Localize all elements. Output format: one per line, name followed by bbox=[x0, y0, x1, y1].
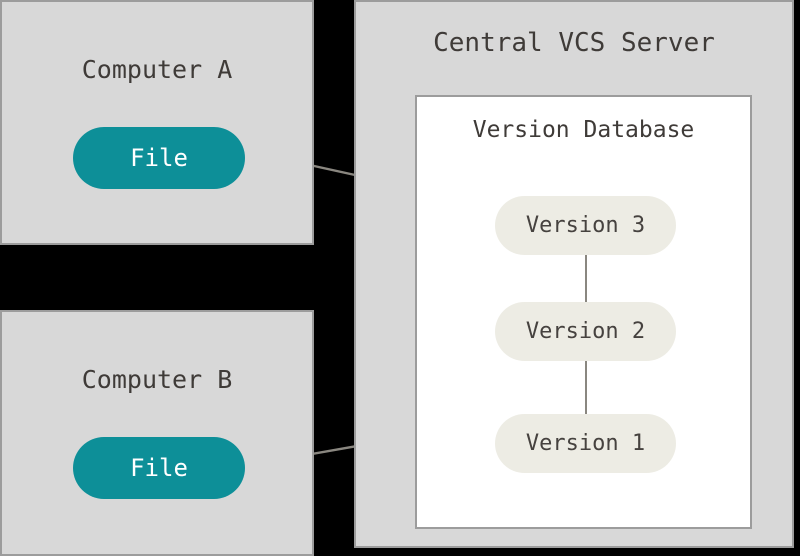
panel-computer-b: Computer B File bbox=[0, 310, 314, 556]
panel-title-computer-a: Computer A bbox=[81, 55, 233, 84]
panel-title-computer-b: Computer B bbox=[81, 365, 233, 394]
version-node-3[interactable]: Version 3 bbox=[495, 196, 676, 255]
file-node-computer-b[interactable]: File bbox=[73, 437, 245, 499]
version-node-1[interactable]: Version 1 bbox=[495, 414, 676, 473]
panel-computer-a: Computer A File bbox=[0, 0, 314, 245]
version-database-box: Version Database Version 3 Version 2 Ver… bbox=[415, 95, 752, 529]
file-node-computer-a[interactable]: File bbox=[73, 127, 245, 189]
connector-version3-version2 bbox=[585, 255, 587, 302]
panel-title-central-server: Central VCS Server bbox=[433, 28, 715, 58]
panel-central-vcs-server: Central VCS Server Version Database Vers… bbox=[354, 0, 794, 548]
connector-version2-version1 bbox=[585, 361, 587, 414]
version-database-title: Version Database bbox=[472, 117, 695, 143]
version-node-2[interactable]: Version 2 bbox=[495, 302, 676, 361]
